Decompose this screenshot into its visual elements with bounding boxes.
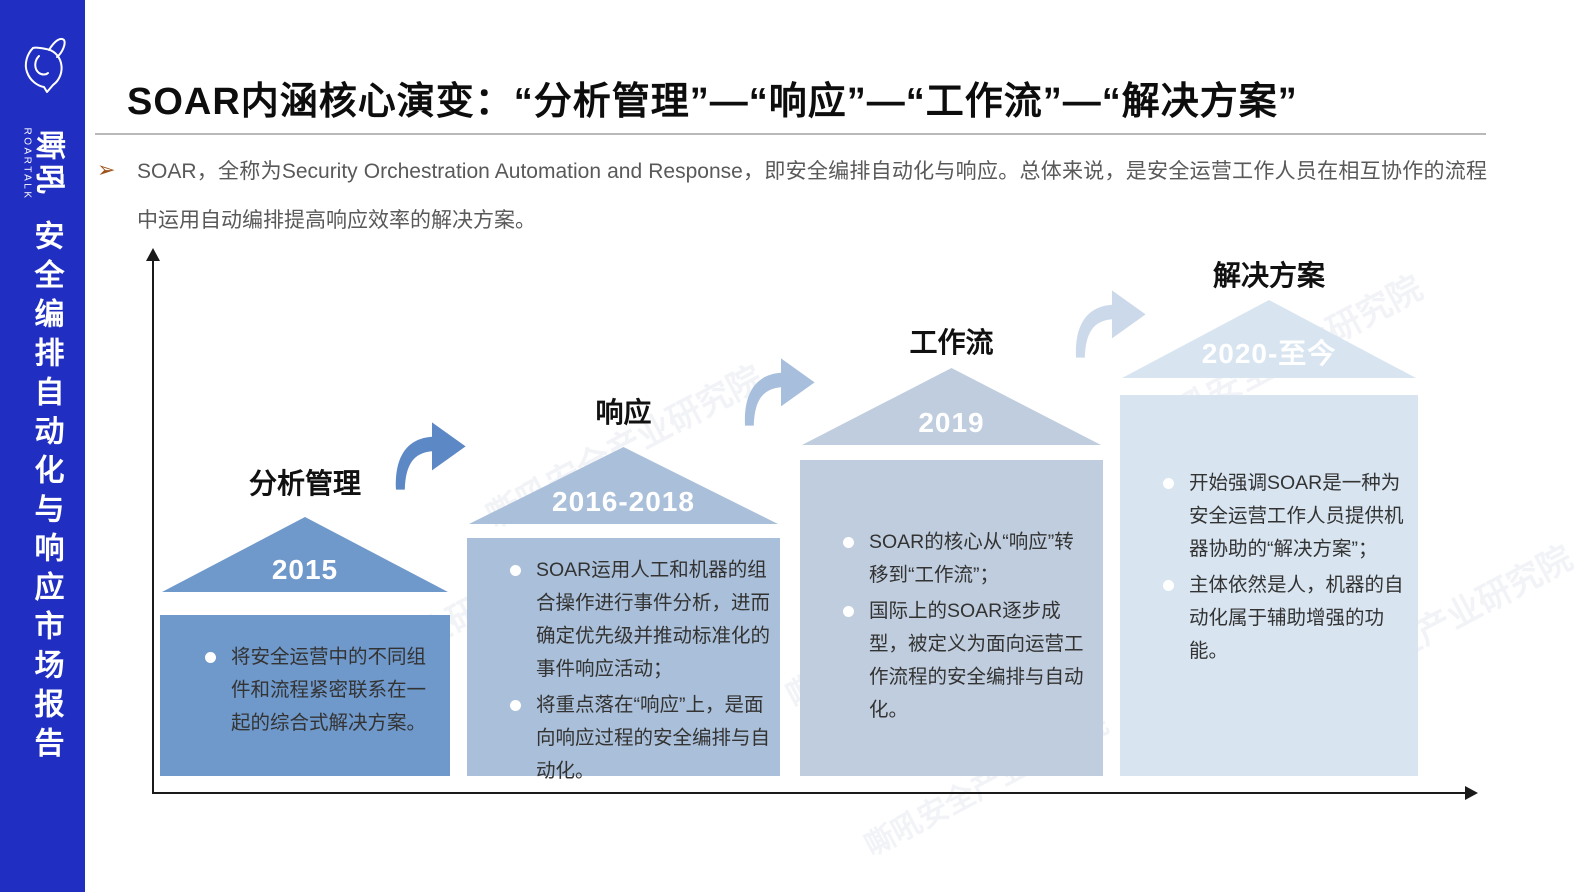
- title-divider: [95, 133, 1486, 135]
- stage-body: SOAR运用人工和机器的组合操作进行事件分析，进而确定优先级并推动标准化的事件响…: [467, 538, 780, 782]
- stage-bullet: 国际上的SOAR逐步成型，被定义为面向运营工作流程的安全编排与自动化。: [838, 595, 1093, 727]
- stage-label: 工作流: [909, 327, 994, 358]
- brand-name-en: ROARTALK: [21, 127, 33, 201]
- stage-bullet: SOAR的核心从“响应”转移到“工作流”；: [838, 526, 1093, 592]
- stage-roof: 2015: [162, 517, 448, 592]
- stage-period: 2015: [271, 554, 339, 585]
- watermark: 嘶吼安全产业研究院: [859, 707, 1114, 864]
- brand-wordmark: 嘶吼 ROARTALK: [0, 104, 85, 224]
- stage-roof: 2020-至今: [1122, 300, 1416, 378]
- x-axis: [152, 792, 1468, 794]
- watermark: 嘶吼安全产业研究院: [1290, 538, 1579, 717]
- curve-arrow-icon: [744, 358, 815, 426]
- fox-logo-icon: [24, 37, 66, 93]
- watermark: 嘶吼安全产业研究院: [780, 538, 1069, 717]
- stage-body: 将安全运营中的不同组件和流程紧密联系在一起的综合式解决方案。: [160, 615, 450, 776]
- arrow-bullet-icon: ➢: [97, 157, 116, 182]
- stage-label: 解决方案: [1212, 260, 1325, 291]
- stage-bullet: 主体依然是人，机器的自动化属于辅助增强的功能。: [1158, 569, 1410, 668]
- stage-body: SOAR的核心从“响应”转移到“工作流”； 国际上的SOAR逐步成型，被定义为面…: [800, 460, 1103, 776]
- stage-bullet: 将重点落在“响应”上，是面向响应过程的安全编排与自动化。: [505, 689, 770, 788]
- sidebar-vertical-title: 安全编排自动化与响应市场报告: [29, 220, 63, 766]
- curve-arrow-icon: [1075, 290, 1146, 358]
- stage-label: 响应: [595, 397, 652, 428]
- stage-bullet: 将安全运营中的不同组件和流程紧密联系在一起的综合式解决方案。: [200, 641, 436, 740]
- stage-label: 分析管理: [248, 468, 361, 499]
- stage-period: 2019: [918, 407, 985, 438]
- curve-arrow-icon: [395, 422, 466, 490]
- y-axis: [152, 258, 154, 793]
- intro-text: SOAR，全称为Security Orchestration Automatio…: [137, 160, 1487, 232]
- x-axis-arrow-icon: [1465, 786, 1478, 800]
- page-title: SOAR内涵核心演变：“分析管理”—“响应”—“工作流”—“解决方案”: [127, 81, 1298, 123]
- sidebar: 嘶吼 ROARTALK 安全编排自动化与响应市场报告: [0, 0, 85, 892]
- stage-bullet: 开始强调SOAR是一种为安全运营工作人员提供机器协助的“解决方案”；: [1158, 467, 1410, 566]
- brand-name-cn: 嘶吼: [32, 129, 66, 198]
- stage-period: 2016-2018: [552, 486, 695, 517]
- stage-bullet: SOAR运用人工和机器的组合操作进行事件分析，进而确定优先级并推动标准化的事件响…: [505, 554, 770, 686]
- watermark: 嘶吼安全产业研究院: [260, 558, 549, 737]
- intro-paragraph: ➢ SOAR，全称为Security Orchestration Automat…: [97, 147, 1487, 245]
- stage-roof: 2016-2018: [469, 447, 778, 524]
- stage-body: 开始强调SOAR是一种为安全运营工作人员提供机器协助的“解决方案”； 主体依然是…: [1120, 395, 1418, 776]
- stage-roof: 2019: [802, 368, 1101, 445]
- y-axis-arrow-icon: [146, 248, 160, 261]
- watermark: 嘶吼安全产业研究院: [480, 358, 769, 537]
- watermark: 嘶吼安全产业研究院: [1140, 268, 1429, 447]
- stage-period: 2020-至今: [1201, 338, 1337, 369]
